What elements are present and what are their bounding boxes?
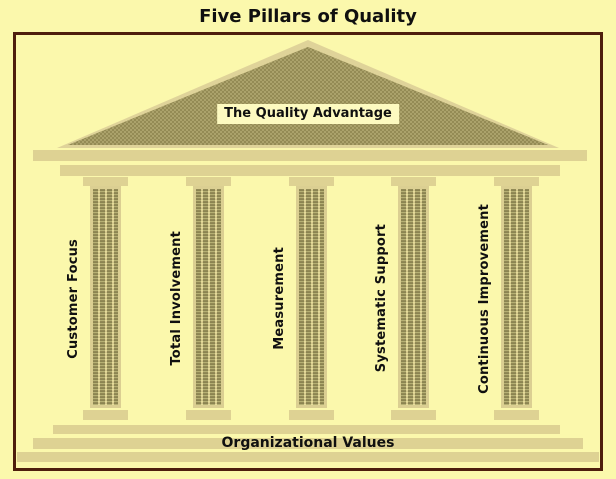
colonnade: Customer Focus Total Involvement Measure…: [16, 177, 600, 420]
pillar-plinth: [83, 410, 128, 420]
pillar-shaft: [296, 186, 327, 408]
pillar-total-involvement: Total Involvement: [169, 177, 231, 420]
frieze-bar: [60, 165, 560, 176]
pillar-label: Measurement: [272, 247, 287, 350]
base-label: Organizational Values: [221, 435, 395, 451]
pillar-flutes: [299, 189, 324, 405]
pillar-customer-focus: Customer Focus: [66, 177, 128, 420]
pillar-capital: [391, 177, 436, 186]
pillar-continuous-improvement: Continuous Improvement: [477, 177, 539, 420]
pillar-capital: [186, 177, 231, 186]
pillar-capital: [494, 177, 539, 186]
pillar-flutes: [504, 189, 529, 405]
stylobate-step-top: [53, 425, 560, 434]
pillar-shaft: [90, 186, 121, 408]
pillar-label: Customer Focus: [66, 238, 81, 359]
pillar-plinth: [186, 410, 231, 420]
pillar-capital: [289, 177, 334, 186]
pillar-shaft: [501, 186, 532, 408]
pillar-label: Total Involvement: [169, 231, 184, 366]
pediment: The Quality Advantage: [57, 40, 559, 148]
pediment-label: The Quality Advantage: [217, 104, 399, 124]
pillar-flutes: [196, 189, 221, 405]
pillar-flutes: [401, 189, 426, 405]
pillar-capital: [83, 177, 128, 186]
architrave-bar: [33, 150, 587, 161]
pillar-label: Systematic Support: [374, 224, 389, 373]
pillar-systematic-support: Systematic Support: [374, 177, 436, 420]
pillar-plinth: [494, 410, 539, 420]
pillar-label: Continuous Improvement: [477, 203, 492, 394]
pediment-texture: [68, 47, 548, 145]
pillar-flutes: [93, 189, 118, 405]
page-title: Five Pillars of Quality: [199, 6, 417, 27]
pillar-plinth: [289, 410, 334, 420]
stylobate-step-middle: [33, 438, 583, 449]
temple-frame: The Quality Advantage Customer Focus Tot…: [13, 32, 603, 471]
pillar-shaft: [398, 186, 429, 408]
pillar-plinth: [391, 410, 436, 420]
stylobate-step-bottom: [17, 452, 599, 462]
pillar-shaft: [193, 186, 224, 408]
pillar-measurement: Measurement: [272, 177, 334, 420]
